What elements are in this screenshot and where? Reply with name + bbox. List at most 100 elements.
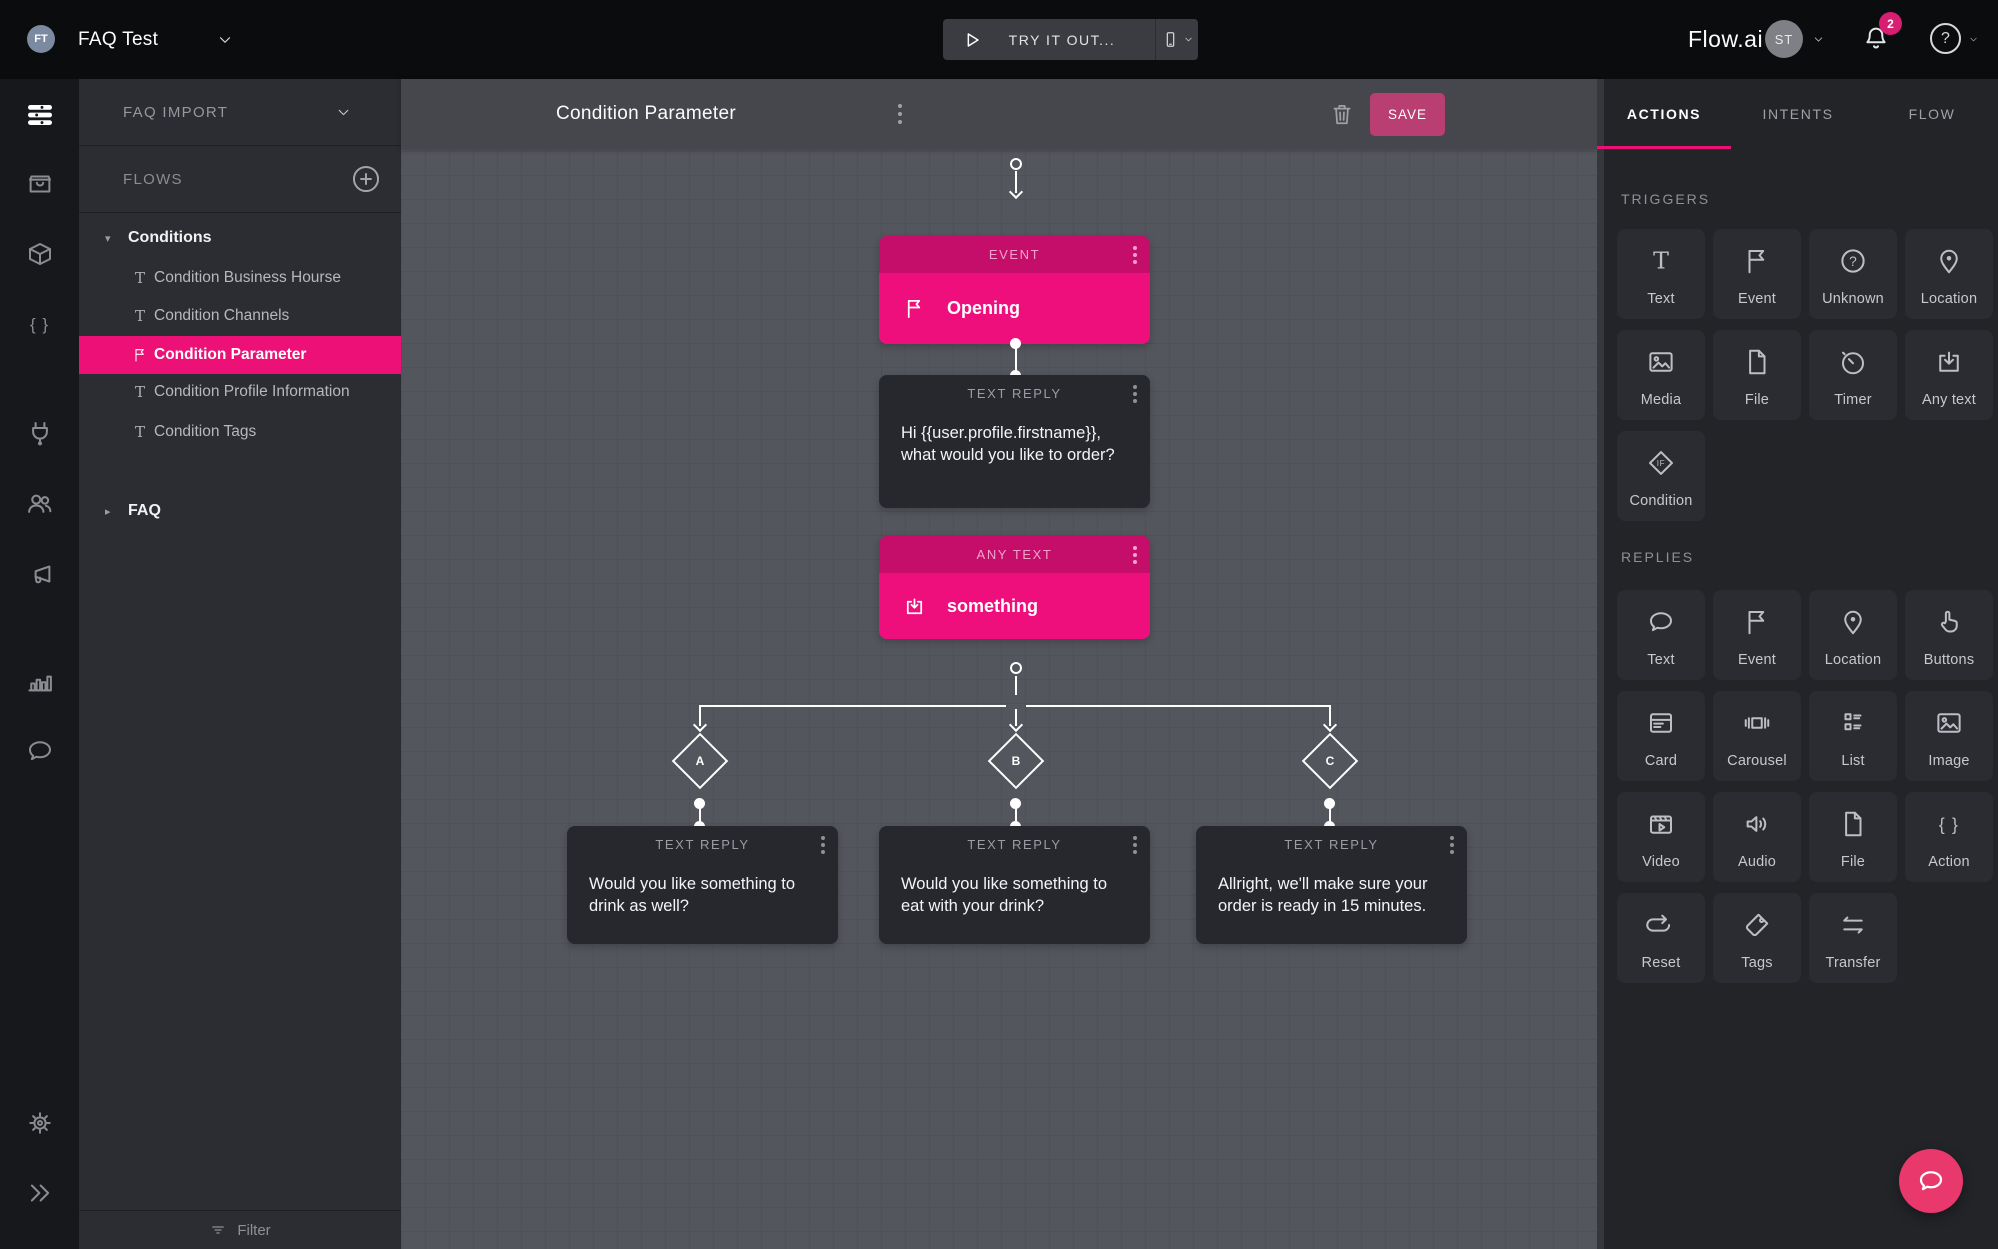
event-node[interactable]: EVENT Opening: [879, 236, 1150, 344]
chevron-down-icon[interactable]: [1968, 34, 1979, 45]
rail-collapse-chevrons-icon[interactable]: [0, 1171, 79, 1215]
tree-item-condition-channels[interactable]: T Condition Channels: [79, 297, 401, 335]
node-kebab-icon[interactable]: [1133, 245, 1137, 264]
chat-fab-button[interactable]: [1899, 1149, 1963, 1213]
reply-tile-transfer[interactable]: Transfer: [1809, 893, 1897, 983]
reply-tile-location[interactable]: Location: [1809, 590, 1897, 680]
tab-actions[interactable]: ACTIONS: [1626, 106, 1702, 122]
tag-icon: [1745, 913, 1769, 937]
branch-letter: A: [695, 754, 705, 768]
faq-import-header[interactable]: FAQ IMPORT: [79, 79, 401, 145]
reply-tile-card[interactable]: Card: [1617, 691, 1705, 781]
flow-canvas[interactable]: Condition Parameter SAVE EVENT Opening T…: [401, 79, 1597, 1249]
chevron-down-icon[interactable]: [1812, 33, 1825, 46]
notifications-bell-icon[interactable]: [1861, 23, 1891, 53]
any-text-node-body[interactable]: something: [879, 573, 1150, 639]
rail-settings-gear-icon[interactable]: [0, 1101, 79, 1145]
node-kebab-icon[interactable]: [821, 835, 825, 854]
reply-tile-event[interactable]: Event: [1713, 590, 1801, 680]
text-reply-node-b[interactable]: TEXT REPLY Would you like something to e…: [879, 826, 1150, 944]
condition-diamond-a[interactable]: A: [671, 732, 729, 790]
trigger-tile-condition[interactable]: IF Condition: [1617, 431, 1705, 521]
node-kebab-icon[interactable]: [1450, 835, 1454, 854]
tree-item-condition-profile-information[interactable]: T Condition Profile Information: [79, 373, 401, 411]
event-node-body[interactable]: Opening: [879, 273, 1150, 344]
media-image-icon: [1649, 352, 1673, 372]
file-icon: [1845, 811, 1862, 837]
branch-handle[interactable]: [1010, 662, 1022, 674]
icon-rail: { }: [0, 79, 79, 1249]
text-reply-node-c[interactable]: TEXT REPLY Allright, we'll make sure you…: [1196, 826, 1467, 944]
try-it-out-group: TRY IT OUT...: [943, 19, 1198, 60]
caret-down-icon: ▾: [105, 232, 111, 245]
node-kebab-icon[interactable]: [1133, 835, 1137, 854]
tree-item-condition-business-hourse[interactable]: T Condition Business Hourse: [79, 259, 401, 297]
text-reply-node-greeting[interactable]: TEXT REPLY Hi {{user.profile.firstname}}…: [879, 375, 1150, 508]
reply-tile-audio[interactable]: Audio: [1713, 792, 1801, 882]
trigger-tile-timer[interactable]: Timer: [1809, 330, 1897, 420]
text-trigger-icon: T: [135, 423, 146, 441]
tile-label: Media: [1640, 392, 1682, 408]
tree-item-condition-parameter-selected[interactable]: Condition Parameter: [79, 336, 401, 374]
text-reply-node-header: TEXT REPLY: [879, 375, 1150, 412]
tab-flow[interactable]: FLOW: [1908, 106, 1956, 122]
tile-label: Location: [1824, 652, 1882, 668]
reply-tile-action[interactable]: { } Action: [1905, 792, 1993, 882]
device-selector-button[interactable]: [1156, 19, 1198, 60]
chevron-down-icon[interactable]: [216, 31, 234, 49]
rail-braces-icon[interactable]: { }: [0, 303, 79, 347]
node-type-label: TEXT REPLY: [1284, 837, 1379, 852]
tab-intents[interactable]: INTENTS: [1762, 106, 1834, 122]
save-button[interactable]: SAVE: [1370, 93, 1445, 136]
timer-icon: [1842, 351, 1864, 375]
rail-cube-icon[interactable]: [0, 232, 79, 276]
pointer-hand-icon: [1940, 610, 1958, 633]
trigger-tile-file[interactable]: File: [1713, 330, 1801, 420]
reply-tile-list[interactable]: List: [1809, 691, 1897, 781]
trigger-tile-event[interactable]: Event: [1713, 229, 1801, 319]
flow-options-kebab-icon[interactable]: [890, 99, 910, 129]
rail-users-icon[interactable]: [0, 481, 79, 525]
text-reply-node-a[interactable]: TEXT REPLY Would you like something to d…: [567, 826, 838, 944]
connector-line: [1329, 705, 1331, 726]
filter-button[interactable]: Filter: [79, 1211, 401, 1249]
reply-tile-tags[interactable]: Tags: [1713, 893, 1801, 983]
rail-chat-icon[interactable]: [0, 729, 79, 773]
try-it-out-button[interactable]: TRY IT OUT...: [943, 19, 1155, 60]
tree-group-faq[interactable]: ▸ FAQ: [79, 492, 401, 530]
reply-tile-text[interactable]: Text: [1617, 590, 1705, 680]
rail-analytics-chart-icon[interactable]: [0, 659, 79, 703]
user-avatar[interactable]: ST: [1765, 20, 1803, 58]
rail-megaphone-icon[interactable]: [0, 552, 79, 596]
reply-tile-file[interactable]: File: [1809, 792, 1897, 882]
trigger-tile-location[interactable]: Location: [1905, 229, 1993, 319]
reply-tile-video[interactable]: Video: [1617, 792, 1705, 882]
tree-item-condition-tags[interactable]: T Condition Tags: [79, 413, 401, 451]
delete-flow-trash-icon[interactable]: [1329, 101, 1355, 127]
rail-archive-icon[interactable]: [0, 162, 79, 206]
trigger-tile-unknown[interactable]: ? Unknown: [1809, 229, 1897, 319]
reply-tile-buttons[interactable]: Buttons: [1905, 590, 1993, 680]
tile-label: Tags: [1741, 955, 1773, 971]
any-text-node[interactable]: ANY TEXT something: [879, 536, 1150, 639]
notification-badge: 2: [1879, 12, 1902, 35]
workspace-avatar[interactable]: FT: [27, 25, 55, 53]
trigger-tile-media[interactable]: Media: [1617, 330, 1705, 420]
tree-group-conditions[interactable]: ▾ Conditions: [79, 219, 401, 257]
node-kebab-icon[interactable]: [1133, 545, 1137, 564]
workspace-name[interactable]: FAQ Test: [78, 28, 159, 50]
flow-start-handle[interactable]: [1010, 158, 1022, 170]
reply-tile-reset[interactable]: Reset: [1617, 893, 1705, 983]
rail-flows-icon[interactable]: [0, 93, 79, 137]
condition-diamond-b[interactable]: B: [987, 732, 1045, 790]
help-icon[interactable]: ?: [1930, 23, 1961, 54]
node-kebab-icon[interactable]: [1133, 384, 1137, 403]
trigger-tile-text[interactable]: T Text: [1617, 229, 1705, 319]
condition-diamond-c[interactable]: C: [1301, 732, 1359, 790]
add-flow-button[interactable]: [349, 162, 383, 196]
reply-tile-carousel[interactable]: Carousel: [1713, 691, 1801, 781]
trigger-tile-any-text[interactable]: Any text: [1905, 330, 1993, 420]
rail-integrations-plug-icon[interactable]: [0, 411, 79, 455]
reply-tile-image[interactable]: Image: [1905, 691, 1993, 781]
panel-scrollbar[interactable]: [1597, 79, 1604, 1249]
